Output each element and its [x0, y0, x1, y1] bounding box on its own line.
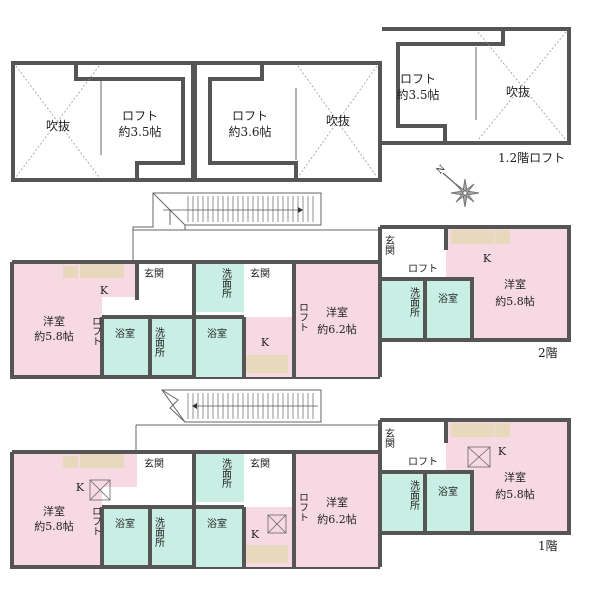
- kitchen-label: K: [498, 445, 507, 458]
- loft-unit-2: ロフト 約3.6帖 吹抜: [193, 61, 382, 182]
- western-room-size: 約5.8帖: [34, 519, 74, 533]
- western-room-size: 約5.8帖: [495, 294, 535, 308]
- kitchen-label: K: [76, 481, 85, 494]
- bath-label: 浴室: [438, 485, 458, 498]
- loft-size: 約3.5帖: [396, 87, 439, 102]
- western-room-size: 約5.8帖: [34, 329, 74, 343]
- loft-label: ロフト: [408, 264, 438, 275]
- first-floor-title: 1階: [538, 538, 558, 553]
- entrance-label: 玄関: [383, 427, 395, 449]
- western-room-label: 洋室: [326, 495, 348, 509]
- washroom-label: 洗面所: [220, 458, 232, 489]
- loft-floor: 吹抜 ロフト 約3.5帖 ロフト 約3.6帖 吹抜 ロフト 約3.5帖 吹抜: [11, 27, 571, 182]
- kitchen-label: K: [251, 528, 260, 541]
- void-label: 吹抜: [506, 85, 530, 99]
- second-floor-title: 2階: [538, 345, 558, 360]
- western-room-size: 約6.2帖: [317, 322, 357, 336]
- loft-label: ロフト: [232, 109, 268, 123]
- void-label: 吹抜: [46, 119, 70, 133]
- loft-label: ロフト: [408, 457, 438, 468]
- western-room-label: 洋室: [326, 305, 348, 319]
- entrance-label: 玄関: [144, 267, 164, 280]
- loft-unit-1: 吹抜 ロフト 約3.5帖: [11, 61, 195, 182]
- unit-1f-2: 玄関 洗面所 浴室 K ロフト 洋室 約6.2帖: [194, 450, 382, 567]
- entrance-label: 玄関: [383, 234, 395, 256]
- washroom-label: 洗面所: [408, 287, 420, 318]
- western-room-label: 洋室: [504, 470, 526, 484]
- loft-label: ロフト: [122, 109, 158, 123]
- kitchen-label: K: [261, 336, 270, 349]
- loft-label: ロフト: [297, 492, 308, 522]
- unit-1f-3: 玄関 ロフト 洗面所 浴室 K 洋室 約5.8帖: [378, 418, 571, 535]
- entrance-label: 玄関: [250, 267, 270, 280]
- loft-label: ロフト: [90, 506, 101, 536]
- washroom-label: 洗面所: [408, 480, 420, 511]
- loft-label: ロフト: [400, 72, 436, 86]
- north-label: N: [435, 164, 448, 177]
- unit-2f-3: 玄関 ロフト 洗面所 浴室 K 洋室 約5.8帖: [378, 225, 571, 342]
- kitchen-label: K: [100, 284, 109, 297]
- second-floor: 洋室 約5.8帖 K ロフト 玄関 浴室 洗面所 玄関 洗面所 浴室 K ロフト…: [10, 192, 571, 379]
- bath-label: 浴室: [115, 517, 135, 530]
- loft-unit-3: ロフト 約3.5帖 吹抜: [382, 27, 571, 145]
- loft-floor-title: 1.2階ロフト: [498, 150, 565, 165]
- western-room-size: 約5.8帖: [495, 487, 535, 501]
- entrance-label: 玄関: [144, 457, 164, 470]
- washroom-label: 洗面所: [153, 327, 165, 358]
- loft-size: 約3.5帖: [118, 124, 161, 139]
- unit-2f-2: 玄関 洗面所 浴室 K ロフト 洋室 約6.2帖: [194, 260, 382, 377]
- kitchen-label: K: [483, 252, 492, 265]
- western-room-label: 洋室: [43, 314, 65, 328]
- stairs: [135, 389, 381, 452]
- washroom-label: 洗面所: [220, 268, 232, 299]
- western-room-size: 約6.2帖: [317, 512, 357, 526]
- bath-label: 浴室: [438, 292, 458, 305]
- bath-label: 浴室: [207, 517, 227, 530]
- void-label: 吹抜: [326, 114, 350, 128]
- loft-label: ロフト: [90, 316, 101, 346]
- unit-2f-1: 洋室 約5.8帖 K ロフト 玄関 浴室 洗面所: [10, 260, 380, 379]
- loft-label: ロフト: [297, 302, 308, 332]
- washroom-label: 洗面所: [153, 517, 165, 548]
- bath-label: 浴室: [207, 327, 227, 340]
- loft-size: 約3.6帖: [228, 124, 271, 139]
- stairs: [132, 192, 381, 262]
- compass-rose-icon: N: [435, 164, 480, 208]
- western-room-label: 洋室: [504, 277, 526, 291]
- first-floor: 洋室 約5.8帖 K ロフト 玄関 浴室 洗面所 玄関 洗面所 浴室 K ロフト…: [10, 389, 571, 569]
- unit-1f-1: 洋室 約5.8帖 K ロフト 玄関 浴室 洗面所: [10, 450, 380, 569]
- western-room-label: 洋室: [43, 504, 65, 518]
- bath-label: 浴室: [115, 327, 135, 340]
- entrance-label: 玄関: [250, 457, 270, 470]
